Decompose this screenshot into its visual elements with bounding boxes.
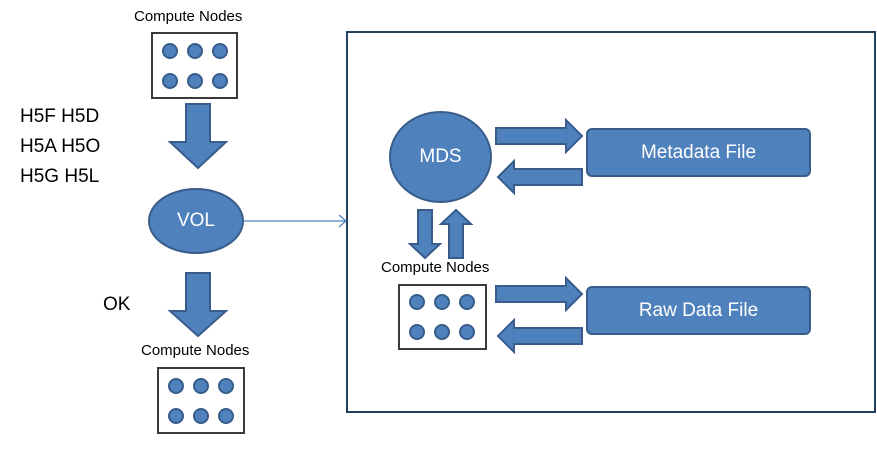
ok-label: OK <box>103 294 131 315</box>
node-dot <box>193 378 209 394</box>
node-dot <box>193 408 209 424</box>
storage-system-frame <box>346 31 876 413</box>
node-dot <box>168 408 184 424</box>
api-calls-line-2: H5A H5O <box>20 136 101 157</box>
mds-label: MDS <box>419 146 462 167</box>
down-arrow-to-vol <box>167 103 229 170</box>
node-dot <box>187 73 203 89</box>
node-dot <box>409 324 425 340</box>
node-dot <box>434 294 450 310</box>
metadata-file-label: Metadata File <box>640 141 757 163</box>
node-dot <box>218 408 234 424</box>
raw-data-file-box: Raw Data File <box>586 286 811 335</box>
node-dot <box>409 294 425 310</box>
vol-label: VOL <box>176 210 216 231</box>
down-arrow-from-vol <box>167 272 229 338</box>
mds-down-arrow <box>407 209 443 260</box>
raw-data-file-label: Raw Data File <box>638 299 759 321</box>
compute-nodes-right-label: Compute Nodes <box>381 259 490 276</box>
node-dot <box>459 294 475 310</box>
node-dot <box>187 43 203 59</box>
node-dot <box>212 73 228 89</box>
mds-node: MDS <box>389 111 492 203</box>
mds-to-metadata-arrow <box>495 117 584 155</box>
node-dot <box>218 378 234 394</box>
node-dot <box>162 73 178 89</box>
node-dot <box>162 43 178 59</box>
api-calls-line-3: H5G H5L <box>20 166 100 187</box>
api-calls-line-1: H5F H5D <box>20 106 100 127</box>
compute-nodes-bottom-label: Compute Nodes <box>141 342 250 359</box>
compute-nodes-right-box <box>398 284 487 350</box>
vol-connector-arrowhead <box>338 214 347 228</box>
vol-node: VOL <box>148 188 244 254</box>
node-dot <box>434 324 450 340</box>
node-dot <box>459 324 475 340</box>
nodes-to-rawdata-arrow <box>495 275 584 313</box>
mds-up-arrow <box>438 208 474 259</box>
compute-nodes-bottom-box <box>157 367 245 434</box>
rawdata-to-nodes-arrow <box>496 317 583 355</box>
metadata-to-mds-arrow <box>496 158 583 196</box>
node-dot <box>212 43 228 59</box>
node-dot <box>168 378 184 394</box>
compute-nodes-top-box <box>151 32 238 99</box>
compute-nodes-top-label: Compute Nodes <box>134 8 243 25</box>
metadata-file-box: Metadata File <box>586 128 811 177</box>
